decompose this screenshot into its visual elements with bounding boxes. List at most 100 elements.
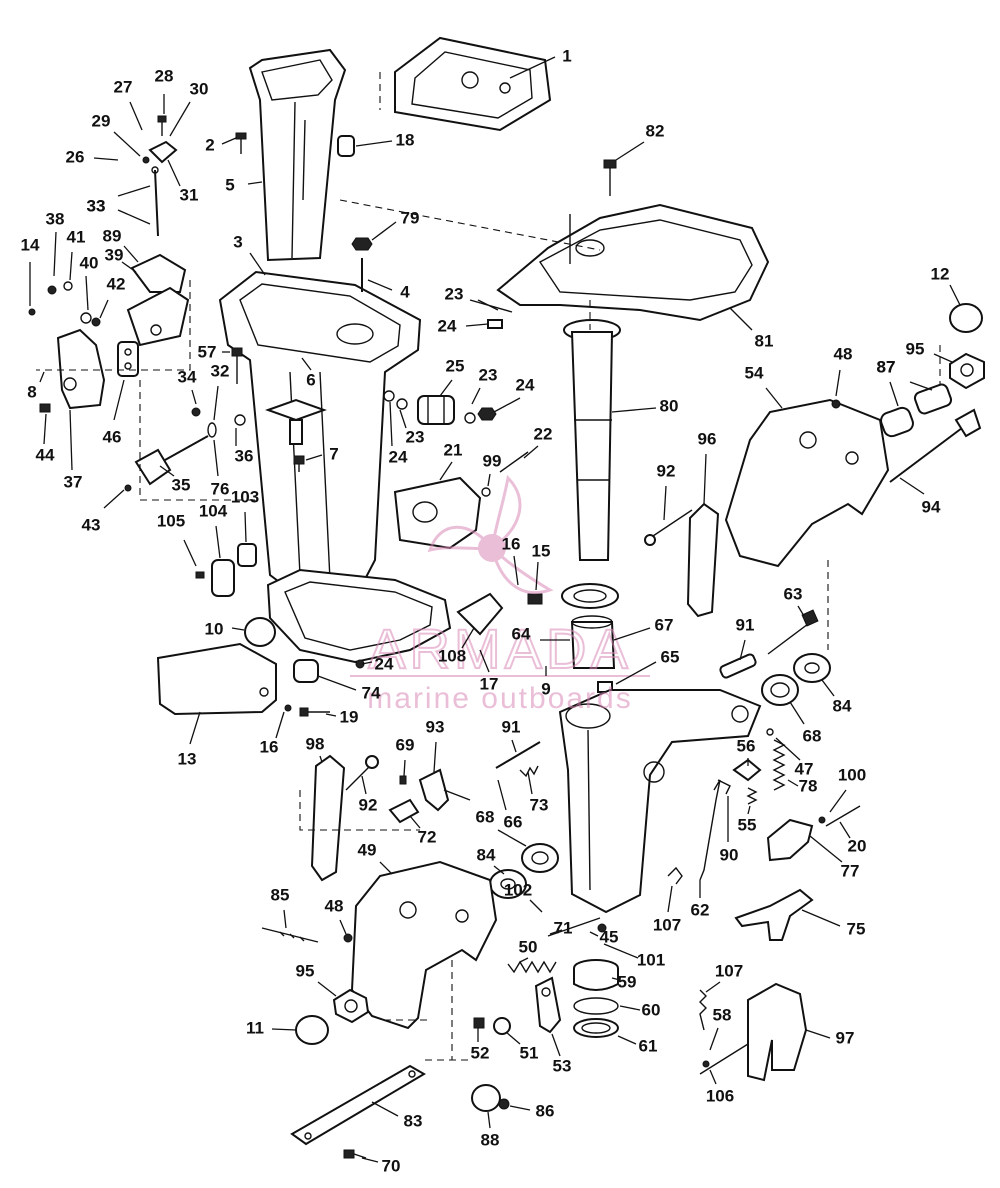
callout-leader-16 <box>513 555 519 586</box>
callout-label-87: 87 <box>877 357 896 376</box>
callout-label-4: 4 <box>400 282 410 301</box>
callout-label-68: 68 <box>476 807 495 826</box>
callout-label-13: 13 <box>178 749 197 768</box>
callout-label-39: 39 <box>105 245 124 264</box>
callout-label-19: 19 <box>340 707 359 726</box>
callout-leader-59 <box>611 977 621 981</box>
mount-25-part <box>383 390 497 425</box>
callout-leader-5 <box>247 181 263 185</box>
callout-label-32: 32 <box>211 361 230 380</box>
armada-watermark: ARMADA marine outboards <box>350 474 650 715</box>
bushing-67-lower-part <box>521 843 559 873</box>
grommet-73-part <box>293 659 319 683</box>
callout-leader-68 <box>789 701 805 725</box>
callout-leader-107 <box>705 981 721 993</box>
callout-label-23: 23 <box>479 365 498 384</box>
lever-37-part <box>56 328 106 410</box>
callout-label-93: 93 <box>426 717 445 736</box>
link-74-part <box>734 888 814 941</box>
callout-leader-83 <box>371 1101 399 1117</box>
nut-94-upper-part <box>949 352 985 390</box>
callout-label-62: 62 <box>691 900 710 919</box>
washer-50-part <box>473 1017 511 1035</box>
callout-leader-103 <box>244 511 247 543</box>
callout-label-37: 37 <box>64 472 83 491</box>
bolt-69-part <box>343 1149 367 1159</box>
callout-label-94: 94 <box>922 497 941 516</box>
callout-leader-24 <box>465 323 489 327</box>
callout-label-72: 72 <box>418 827 437 846</box>
valve-6-part <box>265 398 327 445</box>
callout-label-73: 73 <box>530 795 549 814</box>
callout-label-74: 74 <box>362 683 381 702</box>
callout-leader-49 <box>379 861 393 875</box>
callout-leader-30 <box>169 101 191 137</box>
callout-label-16: 16 <box>260 737 279 756</box>
callout-label-10: 10 <box>205 619 224 638</box>
callout-label-6: 6 <box>306 370 315 389</box>
callout-leader-89 <box>123 245 139 263</box>
callout-leader-91 <box>739 639 746 661</box>
callout-leader-37 <box>69 409 73 471</box>
callout-leader-33 <box>117 185 151 197</box>
callout-leader-71 <box>549 929 563 935</box>
callout-leader-91 <box>511 739 517 753</box>
callout-label-104: 104 <box>199 501 228 520</box>
callout-leader-23 <box>471 387 481 405</box>
pin-90-part <box>719 653 757 679</box>
callout-label-108: 108 <box>438 646 466 665</box>
callout-label-14: 14 <box>21 235 40 254</box>
callout-label-102: 102 <box>504 880 532 899</box>
callout-leader-70 <box>361 1157 379 1163</box>
callout-label-45: 45 <box>600 927 619 946</box>
callout-label-11: 11 <box>246 1018 264 1037</box>
clamp-bracket-48-part <box>350 860 498 1030</box>
callout-label-48: 48 <box>325 896 344 915</box>
callout-leader-48 <box>339 919 347 935</box>
callout-label-90: 90 <box>720 845 739 864</box>
callout-label-24: 24 <box>389 447 408 466</box>
callout-leader-106 <box>709 1069 717 1085</box>
exhaust-housing-part <box>248 48 347 262</box>
callout-leader-33 <box>117 209 151 225</box>
callout-leader-41 <box>69 251 73 281</box>
clamp-bracket-53-part <box>724 398 890 568</box>
callout-label-30: 30 <box>190 79 209 98</box>
callout-label-24: 24 <box>438 316 457 335</box>
callout-leader-48 <box>835 369 841 397</box>
callout-label-9: 9 <box>541 679 550 698</box>
callout-label-80: 80 <box>660 396 679 415</box>
bolt-62-part <box>767 609 819 655</box>
callout-leader-76 <box>213 439 219 477</box>
callout-label-89: 89 <box>103 226 122 245</box>
callout-label-42: 42 <box>107 274 126 293</box>
callout-leader-12 <box>949 284 961 306</box>
callout-label-33: 33 <box>87 196 106 215</box>
callout-leader-100 <box>829 789 847 813</box>
callout-label-97: 97 <box>836 1028 855 1047</box>
callout-label-31: 31 <box>180 185 199 204</box>
callout-label-53: 53 <box>553 1056 572 1075</box>
spring-72-part <box>519 765 539 778</box>
callout-label-65: 65 <box>661 647 680 666</box>
callout-leader-13 <box>189 711 201 745</box>
bumper-10-part <box>244 617 276 647</box>
callout-label-77: 77 <box>841 861 860 880</box>
small-hardware-part <box>28 281 841 943</box>
callout-label-49: 49 <box>358 840 377 859</box>
callout-leader-53 <box>551 1033 561 1057</box>
callout-leader-67 <box>613 627 651 641</box>
callout-label-70: 70 <box>382 1156 401 1175</box>
plate-71-part <box>388 775 420 824</box>
callout-label-98: 98 <box>306 734 325 753</box>
callout-leader-25 <box>439 379 453 397</box>
spring-106-part <box>699 989 707 1031</box>
bushing-63-part <box>561 583 619 609</box>
callout-label-28: 28 <box>155 66 174 85</box>
callout-leader-45 <box>589 931 599 937</box>
callout-label-84: 84 <box>477 845 496 864</box>
ring-58-part <box>573 959 619 991</box>
callout-labels: 1234567891011121314151616171819202122232… <box>21 46 961 1175</box>
callout-leader-23 <box>399 409 407 429</box>
callout-leader-27 <box>129 101 143 131</box>
